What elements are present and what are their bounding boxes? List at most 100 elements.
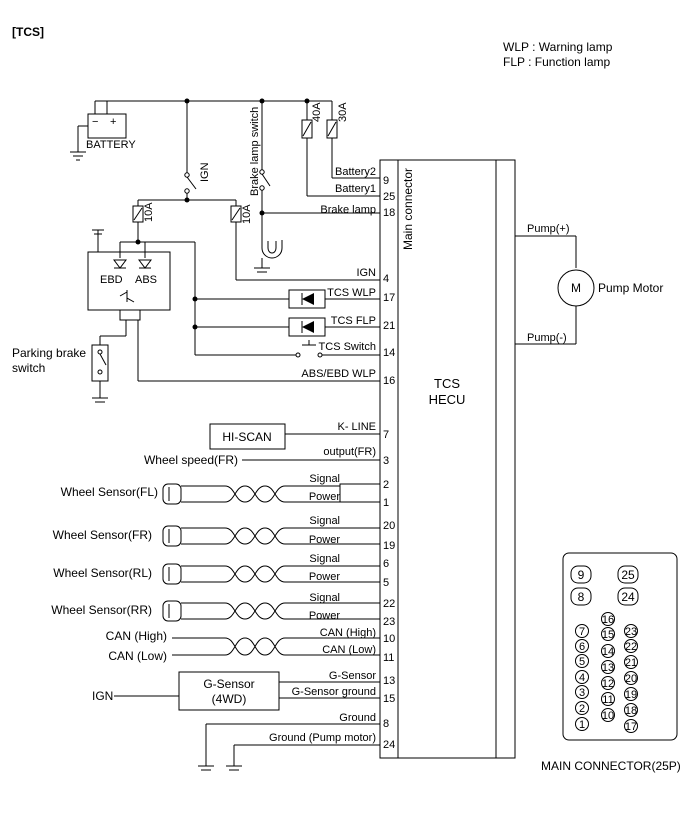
pin-number: 14 (383, 347, 395, 359)
pin-number: 13 (383, 675, 395, 687)
pin-number: 11 (383, 652, 394, 664)
connector-pin: 12 (602, 678, 614, 690)
pin-label: CAN (High) (320, 627, 376, 639)
g-sensor-label: G-Sensor (203, 677, 254, 691)
fuse-40a-label: 40A (311, 102, 323, 122)
main-connector-label: Main connector (401, 168, 415, 250)
abs-label: ABS (135, 274, 157, 286)
pin-label: K- LINE (337, 421, 376, 433)
can-high-label: CAN (High) (106, 629, 167, 643)
pin-number: 22 (383, 598, 395, 610)
connector-pin: 7 (579, 626, 585, 638)
hecu-name-hecu: HECU (429, 392, 466, 407)
pin-number: 20 (383, 520, 395, 532)
pin-number: 3 (383, 455, 389, 467)
pin-label: G-Sensor ground (292, 686, 376, 698)
pin-numbers: 9 25 18 4 17 21 14 16 7 3 2 1 20 19 6 5 … (383, 175, 395, 751)
wheel-sensor-fr-label: Wheel Sensor(FR) (53, 528, 152, 542)
pin-number: 16 (383, 375, 395, 387)
g-sensor: G-Sensor (4WD) IGN (92, 671, 380, 711)
pin-number: 7 (383, 429, 389, 441)
connector-pin: 8 (578, 590, 585, 604)
pin-label: Ground (339, 712, 376, 724)
connector-pin: 22 (625, 641, 637, 653)
brake-switch-label: Brake lamp switch (249, 107, 261, 196)
battery-label: BATTERY (86, 139, 136, 151)
pin-number: 10 (383, 633, 395, 645)
hiscan-label: HI-SCAN (222, 430, 271, 444)
wheel-sensors: Wheel Sensor(FL) Wheel Sensor(FR) Wheel … (51, 483, 380, 622)
connector-pin: 19 (625, 689, 637, 701)
can-low-label: CAN (Low) (108, 649, 167, 663)
pin-label: Signal (309, 473, 340, 485)
pin-label: Power (309, 491, 341, 503)
legend-flp: FLP : Function lamp (503, 55, 610, 69)
connector-pin: 10 (602, 710, 614, 722)
connector-pin: 17 (625, 721, 637, 733)
wheel-sensor-rr-label: Wheel Sensor(RR) (51, 603, 152, 617)
pin-number: 5 (383, 577, 389, 589)
pin-label: Power (309, 610, 341, 622)
pin-number: 4 (383, 273, 389, 285)
connector-pin: 25 (621, 568, 635, 582)
pin-number: 23 (383, 616, 395, 628)
pin-number: 24 (383, 739, 395, 751)
connector-pin: 4 (579, 672, 585, 684)
pin-label: Battery2 (335, 166, 376, 178)
connector-pin: 24 (621, 590, 635, 604)
parking-brake-label-2: switch (12, 361, 45, 375)
pin-number: 19 (383, 540, 395, 552)
pin-label: Signal (309, 515, 340, 527)
pump-motor-section: Pump(+) Pump(-) M Pump Motor (515, 223, 663, 345)
connector-pin: 2 (579, 703, 585, 715)
g-sensor-box (178, 671, 280, 711)
pin-label: Power (309, 571, 341, 583)
connector-pin: 21 (625, 657, 637, 669)
pin-label: Power (309, 534, 341, 546)
connector-pin: 18 (625, 705, 637, 717)
pin-labels: Battery2 Battery1 Brake lamp IGN TCS WLP… (269, 166, 376, 744)
connector-pin: 9 (578, 568, 585, 582)
ign-switch-label: IGN (199, 162, 211, 182)
pin-label: Ground (Pump motor) (269, 732, 376, 744)
parking-brake-label: Parking brake (12, 346, 86, 360)
pin-label: G-Sensor (329, 670, 376, 682)
wheel-sensor-icon (162, 600, 182, 622)
pin-label: Signal (309, 553, 340, 565)
fuse-10a-label: 10A (143, 202, 155, 222)
wheel-speed-label: Wheel speed(FR) (144, 453, 238, 467)
wheel-sensor-icon (162, 563, 182, 585)
pin-number: 1 (383, 497, 389, 509)
wheel-sensor-fl-label: Wheel Sensor(FL) (61, 485, 158, 499)
can-bus: CAN (High) CAN (Low) (106, 629, 380, 663)
ground-lines (198, 723, 380, 771)
pin-label: TCS Switch (319, 341, 376, 353)
pin-label: CAN (Low) (322, 644, 376, 656)
pin-label: Battery1 (335, 183, 376, 195)
connector-pin: 1 (579, 719, 585, 731)
tcs-lamps (192, 289, 380, 358)
pin-number: 18 (383, 207, 395, 219)
pin-label: Signal (309, 592, 340, 604)
g-sensor-ign-label: IGN (92, 689, 113, 703)
connector-pin: 13 (602, 662, 614, 674)
pump-plus-label: Pump(+) (527, 223, 570, 235)
connector-pin: 15 (602, 629, 614, 641)
pin-label: IGN (356, 267, 376, 279)
power-wiring: − + BATTERY IGN 10A 1 (70, 98, 380, 355)
connector-caption: MAIN CONNECTOR(25P) (541, 759, 681, 773)
wheel-sensor-icon (162, 525, 182, 547)
abs-ebd-cluster: EBD ABS Parking brake switch (12, 229, 380, 403)
wheel-sensor-icon (162, 483, 182, 505)
pump-minus-label: Pump(-) (527, 332, 567, 344)
pin-number: 9 (383, 175, 389, 187)
connector-pin: 3 (579, 687, 585, 699)
pin-number: 21 (383, 320, 395, 332)
svg-text:−: − (92, 116, 98, 128)
pin-number: 25 (383, 191, 395, 203)
connector-pin: 11 (602, 694, 613, 706)
connector-pin: 6 (579, 641, 585, 653)
fuse-30a-label: 30A (337, 102, 349, 122)
diagram-title: [TCS] (12, 25, 44, 39)
